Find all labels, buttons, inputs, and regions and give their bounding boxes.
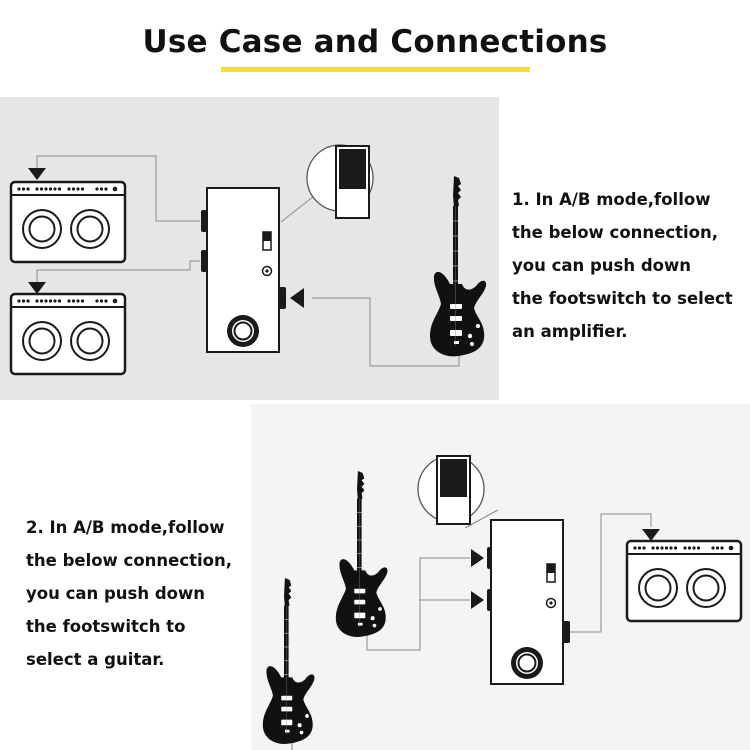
description-guitar-select: 2. In A/B mode,follow the below connecti… bbox=[26, 511, 232, 676]
guitar-icon bbox=[429, 175, 487, 357]
diagram-1 bbox=[9, 144, 487, 376]
pedal-icon bbox=[490, 519, 564, 685]
description-line: an amplifier. bbox=[512, 322, 628, 341]
title-underline bbox=[221, 67, 530, 72]
amplifier-icon bbox=[9, 292, 127, 376]
guitar-icon bbox=[262, 577, 315, 745]
toggle-switch-icon bbox=[335, 145, 370, 219]
description-line: the below connection, bbox=[512, 223, 719, 242]
toggle-switch-icon bbox=[436, 455, 471, 525]
guitar-icon bbox=[335, 470, 388, 638]
amplifier-icon bbox=[625, 539, 743, 623]
description-line: 2. In A/B mode,follow bbox=[26, 518, 225, 537]
amplifier-icon bbox=[9, 180, 127, 264]
signal-arrow-icon bbox=[471, 591, 484, 609]
signal-arrow-icon bbox=[28, 168, 46, 180]
description-line: you can push down bbox=[26, 584, 205, 603]
description-line: 1. In A/B mode,follow bbox=[512, 190, 711, 209]
description-line: you can push down bbox=[512, 256, 691, 275]
page-title: Use Case and Connections bbox=[142, 24, 608, 60]
description-line: the footswitch to select bbox=[512, 289, 733, 308]
description-line: the footswitch to bbox=[26, 617, 186, 636]
signal-arrow-icon bbox=[642, 529, 660, 541]
pedal-icon bbox=[206, 187, 280, 353]
description-line: select a guitar. bbox=[26, 650, 165, 669]
signal-arrow-icon bbox=[471, 549, 484, 567]
description-line: the below connection, bbox=[26, 551, 233, 570]
input-jack bbox=[278, 287, 286, 309]
description-amplifier-select: 1. In A/B mode,follow the below connecti… bbox=[512, 183, 733, 348]
diagram-2 bbox=[262, 455, 743, 750]
output-jack bbox=[562, 621, 570, 643]
signal-arrow-icon bbox=[28, 282, 46, 294]
signal-arrow-icon bbox=[290, 288, 304, 308]
